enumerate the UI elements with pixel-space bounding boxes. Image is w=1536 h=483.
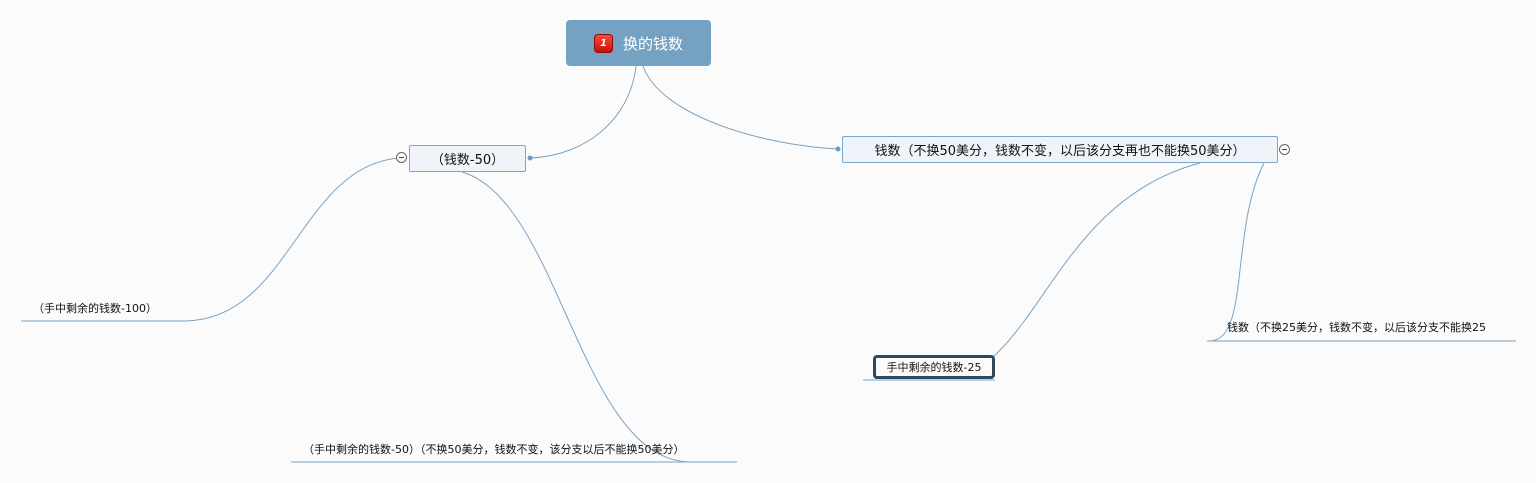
branch-topic-right[interactable]: 钱数（不换50美分，钱数不变，以后该分支再也不能换50美分）	[842, 136, 1278, 163]
branch-topic-left[interactable]: （钱数-50）	[409, 145, 526, 172]
link-left-leaf-b	[461, 171, 691, 463]
central-topic-label: 换的钱数	[622, 34, 683, 53]
subtopic-left-a[interactable]: （手中剩余的钱数-100）	[33, 302, 157, 315]
central-topic[interactable]: 1 换的钱数	[566, 20, 711, 66]
collapse-left-icon[interactable]	[396, 152, 407, 163]
link-left-leaf-a	[184, 157, 401, 322]
branch-topic-left-label: （钱数-50）	[430, 153, 505, 168]
collapse-right-icon[interactable]	[1279, 144, 1290, 155]
link-root-right	[642, 65, 839, 150]
link-right-leaf-a	[1209, 162, 1265, 342]
link-root-left	[529, 65, 637, 159]
anchor-dot-right	[835, 146, 841, 152]
anchor-dot-left	[527, 155, 533, 161]
branch-topic-right-label: 钱数（不换50美分，钱数不变，以后该分支再也不能换50美分）	[874, 144, 1246, 159]
subtopic-left-b[interactable]: （手中剩余的钱数-50）（不换50美分，钱数不变，该分支以后不能换50美分）	[303, 443, 685, 456]
subtopic-right-a[interactable]: 钱数（不换25美分，钱数不变，以后该分支不能换25	[1227, 321, 1486, 334]
link-right-leaf-b	[959, 162, 1201, 378]
subtopic-right-b-selected[interactable]: 手中剩余的钱数-25	[873, 355, 995, 379]
priority-1-icon: 1	[593, 33, 613, 53]
subtopic-right-b-label: 手中剩余的钱数-25	[886, 361, 982, 374]
